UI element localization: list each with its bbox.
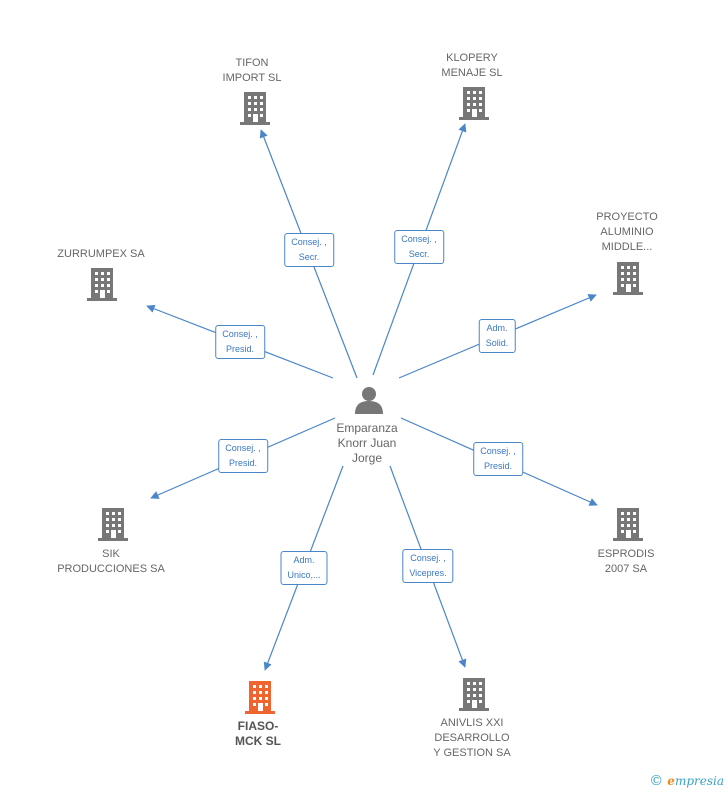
building-icon[interactable] — [459, 87, 489, 120]
building-icon[interactable] — [459, 678, 489, 711]
footer-brand[interactable]: ©empresia — [649, 773, 724, 789]
building-icon[interactable] — [240, 92, 270, 125]
brand-first-letter: e — [667, 774, 675, 788]
building-icon[interactable] — [245, 681, 275, 714]
company-name-tifon[interactable]: TIFON IMPORT SL — [222, 57, 282, 84]
company-name-zurrumpex[interactable]: ZURRUMPEX SA — [57, 248, 145, 260]
company-name-klopery[interactable]: KLOPERY MENAJE SL — [441, 52, 503, 79]
role-label-zurrumpex: Consej. , Presid. — [215, 325, 265, 359]
company-name-anivlis[interactable]: ANIVLIS XXI DESARROLLO Y GESTION SA — [433, 717, 511, 759]
company-name-fiaso[interactable]: FIASO- MCK SL — [235, 719, 281, 748]
building-icon[interactable] — [98, 508, 128, 541]
role-label-esprodis: Consej. , Presid. — [473, 442, 523, 476]
role-label-sik: Consej. , Presid. — [218, 439, 268, 473]
building-icon[interactable] — [613, 508, 643, 541]
role-label-anivlis: Consej. , Vicepres. — [402, 549, 454, 583]
brand-name: mpresia — [674, 774, 724, 788]
role-label-proyecto: Adm. Solid. — [478, 319, 516, 353]
copyright-icon: © — [649, 773, 664, 789]
role-label-tifon: Consej. , Secr. — [284, 233, 334, 267]
role-label-klopery: Consej. , Secr. — [394, 230, 444, 264]
building-icon[interactable] — [87, 268, 117, 301]
person-icon — [355, 387, 383, 414]
role-label-fiaso: Adm. Unico,... — [280, 551, 328, 585]
company-name-esprodis[interactable]: ESPRODIS 2007 SA — [597, 548, 655, 575]
company-name-proyecto[interactable]: PROYECTO ALUMINIO MIDDLE... — [596, 211, 658, 253]
building-icon[interactable] — [613, 262, 643, 295]
company-name-sik[interactable]: SIK PRODUCCIONES SA — [57, 548, 165, 575]
center-person-name[interactable]: Emparanza Knorr Juan Jorge — [336, 421, 398, 465]
